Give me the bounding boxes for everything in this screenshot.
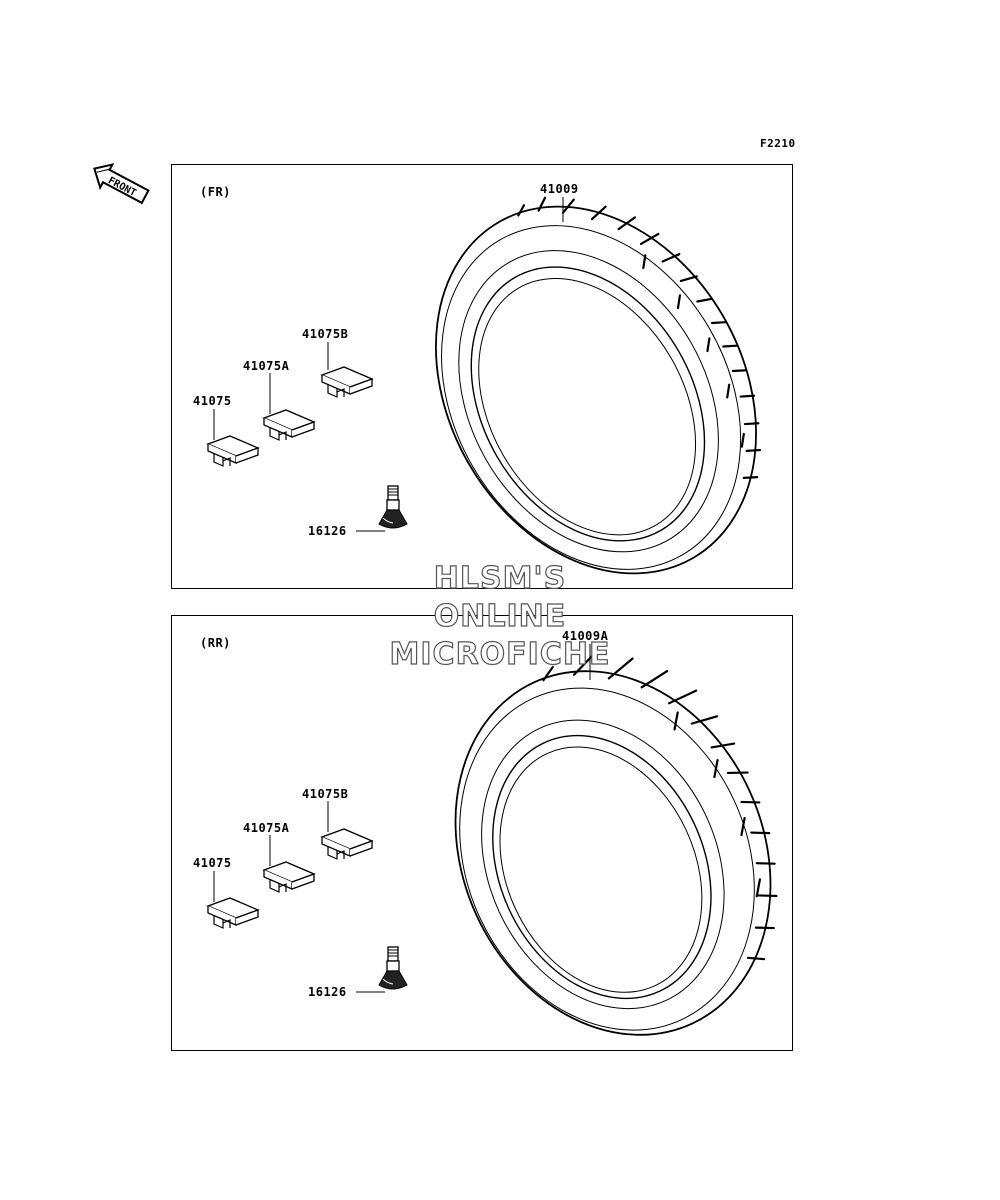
valve-rear-icon bbox=[378, 946, 408, 990]
rear-panel bbox=[171, 615, 793, 1051]
part-number-weight-rear[interactable]: 41075 bbox=[193, 856, 232, 870]
part-number-weight-b-front[interactable]: 41075B bbox=[302, 327, 349, 341]
watermark-line-1: HLSM'S bbox=[433, 560, 567, 596]
part-number-weight-a-front[interactable]: 41075A bbox=[243, 359, 290, 373]
front-tire bbox=[435, 196, 762, 575]
leader-lines bbox=[213, 197, 591, 993]
front-panel bbox=[171, 164, 793, 589]
weight-front-icon bbox=[207, 435, 259, 467]
weight-a-rear-icon bbox=[263, 861, 315, 893]
part-number-weight-a-rear[interactable]: 41075A bbox=[243, 821, 290, 835]
front-arrow-icon: FRONT bbox=[93, 163, 150, 205]
part-number-weight-b-rear[interactable]: 41075B bbox=[302, 787, 349, 801]
part-number-weight-front[interactable]: 41075 bbox=[193, 394, 232, 408]
section-label-rear: (RR) bbox=[200, 636, 231, 650]
part-number-tire-front[interactable]: 41009 bbox=[540, 182, 579, 196]
weight-b-rear-icon bbox=[321, 828, 373, 860]
diagram-code: F2210 bbox=[760, 137, 796, 150]
valve-front-icon bbox=[378, 485, 408, 529]
part-number-valve-front[interactable]: 16126 bbox=[308, 524, 347, 538]
section-label-front: (FR) bbox=[200, 185, 231, 199]
weight-rear-icon bbox=[207, 897, 259, 929]
part-number-tire-rear[interactable]: 41009A bbox=[562, 629, 609, 643]
part-number-valve-rear[interactable]: 16126 bbox=[308, 985, 347, 999]
rear-tire bbox=[454, 653, 778, 1036]
weight-b-front-icon bbox=[321, 366, 373, 398]
watermark-line-2: ONLINE bbox=[433, 598, 567, 634]
weight-a-front-icon bbox=[263, 409, 315, 441]
watermark-line-3: MICROFICHE bbox=[389, 636, 611, 672]
